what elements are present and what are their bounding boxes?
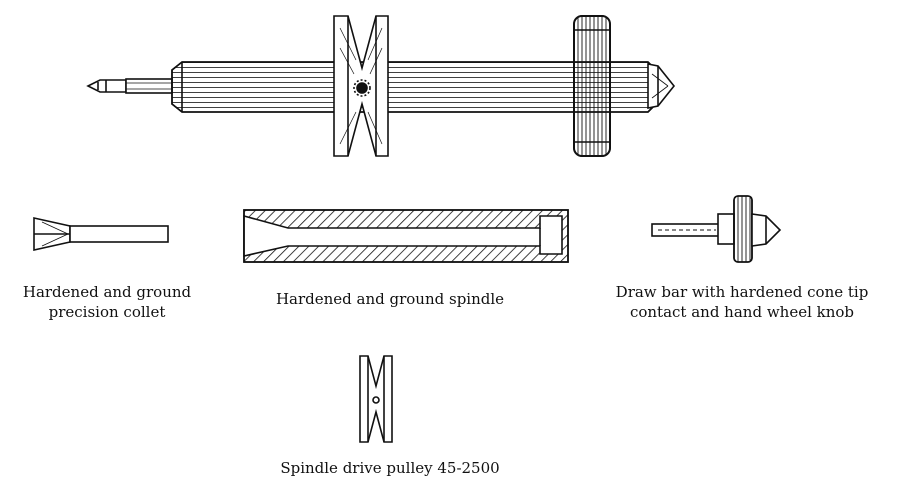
spindle-section xyxy=(243,209,569,263)
draw-bar xyxy=(651,195,782,263)
hand-wheel-knob xyxy=(573,15,611,157)
spindle-assembly xyxy=(86,15,676,157)
collet-drawing xyxy=(33,217,169,251)
pulley-caption: Spindle drive pulley 45-2500 xyxy=(280,459,500,477)
drawbar-caption: Draw bar with hardened cone tip contact … xyxy=(615,283,869,321)
pulley-drawing xyxy=(359,355,393,443)
collet-tip xyxy=(86,78,173,94)
collet-caption: Hardened and ground precision collet xyxy=(22,283,192,321)
spindle-caption: Hardened and ground spindle xyxy=(275,290,505,308)
cone-tip xyxy=(647,63,676,109)
drive-pulley xyxy=(333,15,389,157)
